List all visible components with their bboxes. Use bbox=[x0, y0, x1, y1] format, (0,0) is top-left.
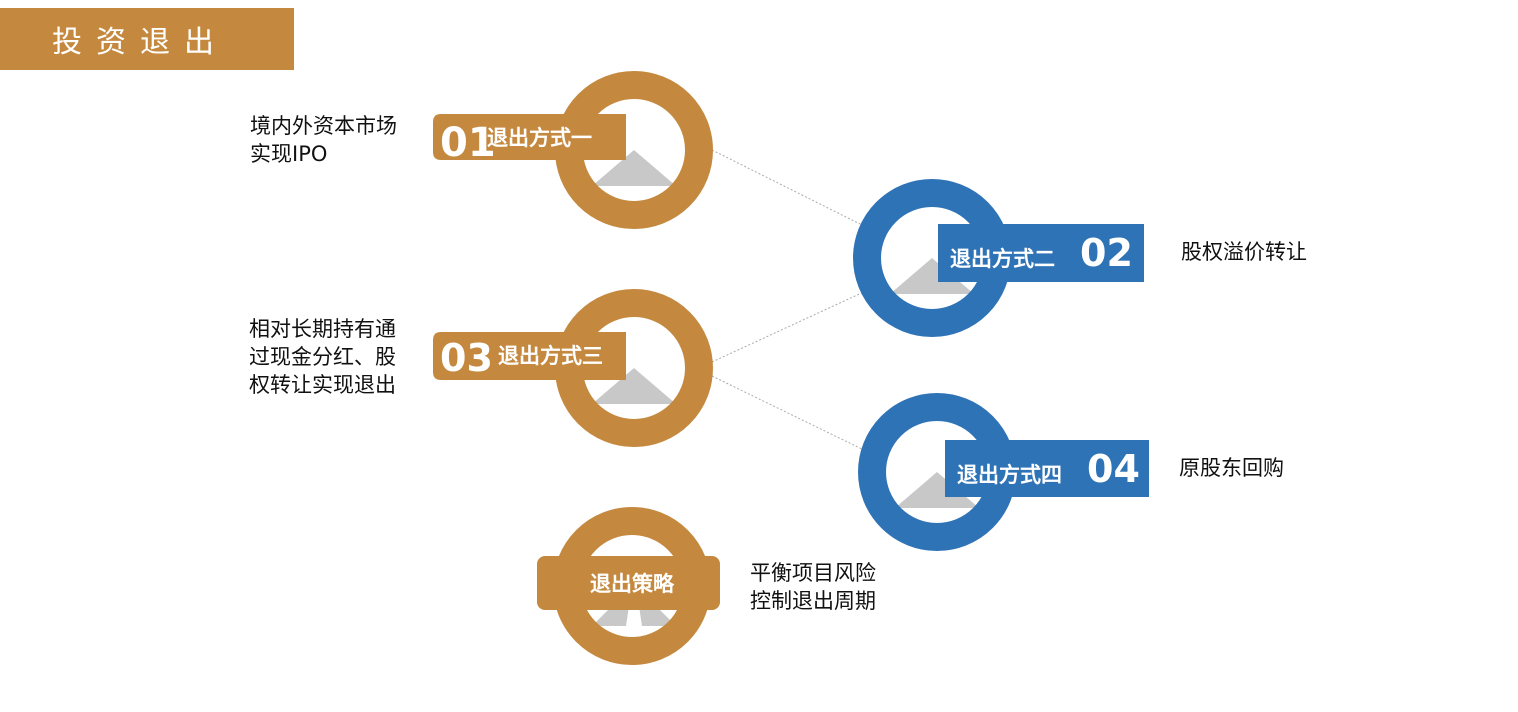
method-03-node: 03 退出方式三 bbox=[433, 289, 713, 447]
method-02-number: 02 bbox=[1080, 231, 1133, 275]
method-03-number: 03 bbox=[440, 336, 493, 380]
method-01-tag bbox=[433, 114, 626, 160]
method-03-tag bbox=[433, 332, 626, 380]
desc-line: 控制退出周期 bbox=[750, 589, 876, 613]
method-04-number: 04 bbox=[1087, 447, 1140, 491]
method-04-node: 退出方式四 04 bbox=[858, 393, 1149, 551]
connector-03-02 bbox=[711, 289, 869, 363]
strategy-description: 平衡项目风险 控制退出周期 bbox=[750, 559, 876, 615]
ring-gap-wedge bbox=[890, 258, 974, 294]
strategy-label: 退出策略 bbox=[590, 572, 675, 596]
method-04-tag bbox=[945, 440, 1149, 497]
desc-line: 权转让实现退出 bbox=[249, 373, 396, 397]
method-03-label: 退出方式三 bbox=[498, 344, 603, 368]
ring-gap-wedge bbox=[895, 472, 979, 508]
connector-01-02 bbox=[711, 149, 869, 229]
method-03-description: 相对长期持有通 过现金分红、股 权转让实现退出 bbox=[249, 315, 396, 399]
method-01-node: 01 退出方式一 bbox=[433, 71, 713, 229]
ring-gap-wedge bbox=[592, 150, 676, 186]
desc-line: 实现IPO bbox=[250, 142, 328, 166]
method-01-description: 境内外资本市场 实现IPO bbox=[250, 112, 397, 168]
desc-line: 境内外资本市场 bbox=[250, 114, 397, 138]
method-01-label: 退出方式一 bbox=[487, 126, 592, 150]
desc-line: 过现金分红、股 bbox=[249, 345, 396, 369]
method-02-label: 退出方式二 bbox=[950, 247, 1055, 271]
strategy-node: 退出策略 bbox=[537, 507, 720, 665]
page-title: 投资退出 bbox=[0, 8, 294, 70]
connector-lines bbox=[711, 149, 869, 453]
connector-03-04 bbox=[711, 375, 869, 453]
method-02-node: 退出方式二 02 bbox=[853, 179, 1144, 337]
method-04-description: 原股东回购 bbox=[1179, 456, 1284, 480]
desc-line: 相对长期持有通 bbox=[249, 317, 396, 341]
method-01-number: 01 bbox=[440, 120, 496, 166]
desc-line: 平衡项目风险 bbox=[750, 561, 876, 585]
ring-gap-wedge bbox=[592, 368, 676, 404]
method-02-description: 股权溢价转让 bbox=[1181, 240, 1307, 264]
method-04-label: 退出方式四 bbox=[957, 463, 1062, 487]
method-02-tag bbox=[938, 224, 1144, 282]
strategy-tag bbox=[537, 556, 720, 610]
